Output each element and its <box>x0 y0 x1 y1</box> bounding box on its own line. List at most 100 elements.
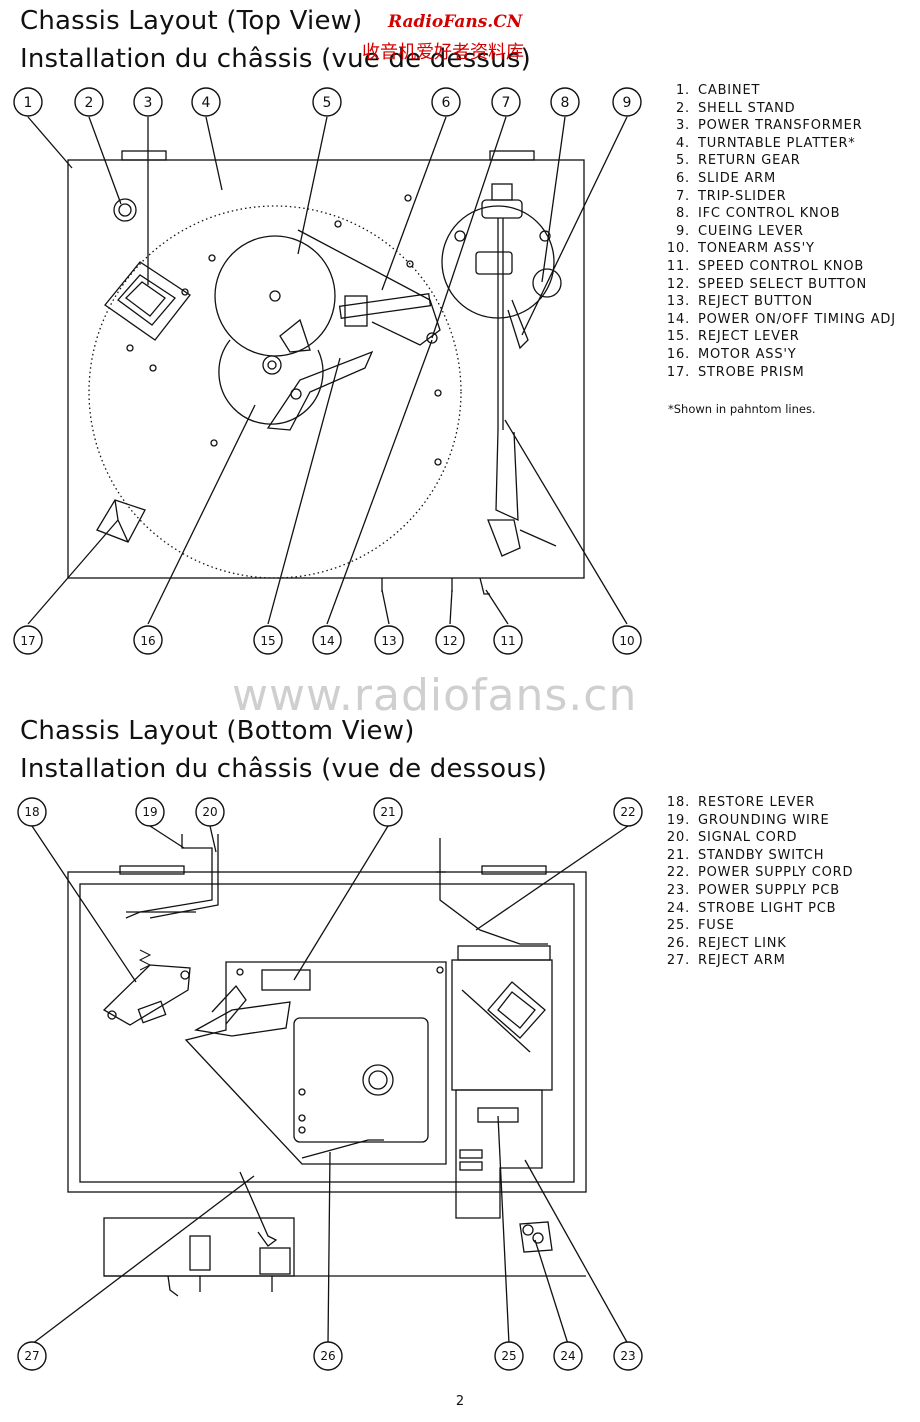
callout-15: 15 <box>253 625 283 655</box>
legend-item-label: STANDBY SWITCH <box>698 847 825 863</box>
callout-27: 27 <box>17 1341 47 1371</box>
signal-cord <box>149 834 219 919</box>
legend-item-label: TRIP-SLIDER <box>698 188 787 204</box>
svg-text:23: 23 <box>620 1349 635 1363</box>
callout-3: 3 <box>133 87 163 117</box>
legend-item-number: 26. <box>666 935 690 951</box>
bottom-callouts: 18 19 20 21 22 23 24 25 26 27 <box>17 797 643 1371</box>
legend-item-number: 25. <box>666 918 690 934</box>
svg-text:19: 19 <box>142 805 157 819</box>
watermark-center: www.radiofans.cn <box>232 670 638 721</box>
callout-23: 23 <box>613 1341 643 1371</box>
legend-item: 14.POWER ON/OFF TIMING ADJ <box>666 311 896 329</box>
legend-item-number: 16. <box>666 346 690 362</box>
legend-item: 26.REJECT LINK <box>666 935 853 953</box>
slide-arm <box>297 229 441 346</box>
legend-item-label: RETURN GEAR <box>698 153 801 169</box>
legend-item-label: STROBE LIGHT PCB <box>698 900 837 916</box>
turntable-platter <box>88 205 462 579</box>
legend-item-number: 6. <box>675 170 690 186</box>
svg-text:16: 16 <box>140 634 155 648</box>
legend-item: 18.RESTORE LEVER <box>666 794 853 812</box>
return-gear <box>214 235 336 357</box>
legend-item: 15.REJECT LEVER <box>666 328 896 346</box>
legend-item: 19. GROUNDING WIRE <box>666 812 853 830</box>
legend-item: 4. TURNTABLE PLATTER* <box>666 135 896 153</box>
svg-text:9: 9 <box>623 95 632 111</box>
callout-14: 14 <box>312 625 342 655</box>
watermark-site: RadioFans.CN <box>388 12 523 32</box>
legend-item-number: 5. <box>675 153 690 169</box>
legend-item-label: POWER SUPPLY CORD <box>698 865 854 881</box>
svg-text:22: 22 <box>620 805 635 819</box>
legend-item-label: CUEING LEVER <box>698 223 804 239</box>
callout-6: 6 <box>431 87 461 117</box>
cabinet-bottom-outline <box>67 871 587 1193</box>
legend-item: 17.STROBE PRISM <box>666 364 896 382</box>
legend-item-label: TURNTABLE PLATTER* <box>698 135 856 151</box>
legend-item: 25.FUSE <box>666 917 853 935</box>
legend-item: 7. TRIP-SLIDER <box>666 188 896 206</box>
callout-21: 21 <box>373 797 403 827</box>
legend-item: 16. MOTOR ASS'Y <box>666 346 896 364</box>
cabinet-outline <box>67 159 585 579</box>
svg-text:5: 5 <box>323 95 332 111</box>
main-plate <box>184 961 447 1165</box>
watermark-site-cn: 收音机爱好者资料库 <box>362 42 524 63</box>
svg-text:20: 20 <box>202 805 217 819</box>
legend-item-number: 4. <box>675 135 690 151</box>
power-supply-cord <box>439 838 548 945</box>
top-view-diagram: 1 2 3 4 5 6 7 8 9 10 11 12 13 14 15 16 1… <box>13 87 642 655</box>
legend-item-number: 23. <box>666 882 690 898</box>
legend-item-label: SHELL STAND <box>698 100 796 116</box>
callout-4: 4 <box>191 87 221 117</box>
legend-item-label: POWER SUPPLY PCB <box>698 882 840 898</box>
legend-item-label: POWER TRANSFORMER <box>698 118 863 134</box>
legend-item: 5. RETURN GEAR <box>666 152 896 170</box>
shell-stand <box>113 198 137 222</box>
legend-item: 20. SIGNAL CORD <box>666 829 853 847</box>
legend-item-number: 9. <box>675 223 690 239</box>
legend-item-number: 20. <box>666 830 690 846</box>
legend-item-label: REJECT ARM <box>698 953 786 969</box>
callout-18: 18 <box>17 797 47 827</box>
top-view-title: Chassis Layout (Top View) <box>20 6 363 36</box>
legend-item-number: 2. <box>675 100 690 116</box>
legend-item: 27.REJECT ARM <box>666 952 853 970</box>
legend-item-label: MOTOR ASS'Y <box>698 346 797 362</box>
svg-text:2: 2 <box>85 95 94 111</box>
legend-item: 24.STROBE LIGHT PCB <box>666 900 853 918</box>
svg-text:7: 7 <box>502 95 511 111</box>
svg-text:26: 26 <box>320 1349 335 1363</box>
callout-16: 16 <box>133 625 163 655</box>
legend-item-number: 19. <box>666 812 690 828</box>
cueing-lever <box>507 299 529 350</box>
ifc-control-knob <box>532 268 562 298</box>
callout-20: 20 <box>195 797 225 827</box>
legend-item-label: GROUNDING WIRE <box>698 812 830 828</box>
svg-text:18: 18 <box>24 805 39 819</box>
reject-lever <box>266 350 374 431</box>
callout-7: 7 <box>491 87 521 117</box>
callout-9: 9 <box>612 87 642 117</box>
svg-text:3: 3 <box>144 95 153 111</box>
svg-text:25: 25 <box>501 1349 516 1363</box>
standby-switch <box>261 969 311 991</box>
bottom-view-subtitle: Installation du châssis (vue de dessous) <box>20 754 548 784</box>
svg-text:10: 10 <box>619 634 634 648</box>
legend-item-label: SPEED SELECT BUTTON <box>698 276 867 292</box>
legend-item-number: 7. <box>675 188 690 204</box>
reject-arm <box>239 1171 278 1247</box>
legend-item-label: REJECT LEVER <box>698 329 800 345</box>
legend-item-number: 17. <box>666 364 690 380</box>
callout-11: 11 <box>493 625 523 655</box>
legend-item-number: 11. <box>666 258 690 274</box>
legend-item-label: SIGNAL CORD <box>698 830 798 846</box>
callout-25: 25 <box>494 1341 524 1371</box>
bottom-view-title: Chassis Layout (Bottom View) <box>20 716 415 746</box>
callout-2: 2 <box>74 87 104 117</box>
svg-text:17: 17 <box>20 634 35 648</box>
legend-item: 2. SHELL STAND <box>666 100 896 118</box>
callout-8: 8 <box>550 87 580 117</box>
